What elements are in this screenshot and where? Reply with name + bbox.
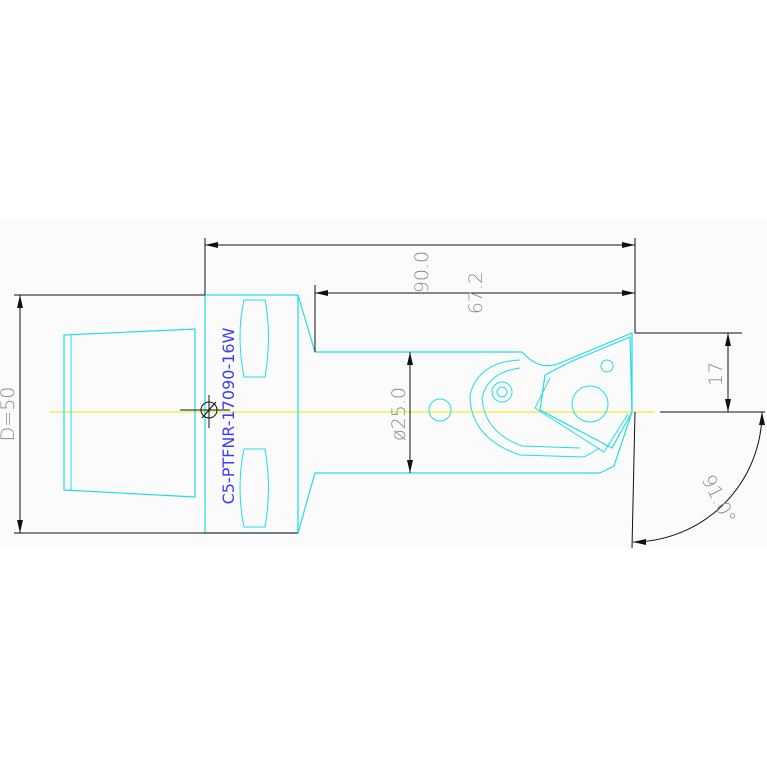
bar-hole: [428, 398, 452, 422]
drive-slot-bottom: [239, 448, 269, 528]
insert-seat: [539, 336, 633, 449]
reach-text: 67.2: [465, 272, 487, 314]
shank-body: [63, 328, 196, 498]
coupling-size-text: D=50: [0, 387, 19, 442]
insert-screw: [571, 385, 609, 423]
chip-pocket: [469, 359, 601, 458]
tool-head: [521, 332, 633, 474]
dimension-lines: [14, 238, 765, 549]
drawing-sheet: [0, 218, 767, 548]
overall-length-text: 90.0: [411, 251, 433, 293]
bar-diameter-text: ø25.0: [388, 387, 410, 441]
drive-slot-top: [239, 299, 269, 378]
offset-text: 17: [705, 362, 727, 386]
part-number-label: C5-PTFNR-17090-16W: [219, 327, 238, 504]
clamp-hole: [491, 381, 513, 403]
